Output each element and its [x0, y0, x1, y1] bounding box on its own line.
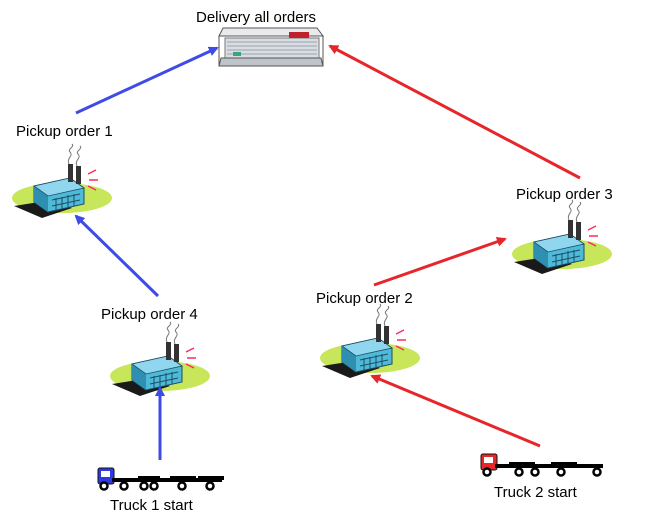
- pickup-order-2-label: Pickup order 2: [316, 290, 413, 307]
- factory-icon: [109, 321, 211, 397]
- route-edge: [75, 46, 219, 115]
- route-edge: [373, 236, 507, 287]
- factory-icon: [11, 143, 113, 219]
- route-edge: [74, 214, 160, 298]
- truck-1-start-label: Truck 1 start: [110, 497, 193, 514]
- route-edge: [370, 374, 541, 448]
- warehouse-icon: [218, 27, 324, 67]
- pickup-order-1-label: Pickup order 1: [16, 123, 113, 140]
- truck-icon: [96, 466, 226, 491]
- pickup-order-3-label: Pickup order 3: [516, 186, 613, 203]
- pickup-order-4-label: Pickup order 4: [101, 306, 198, 323]
- factory-icon: [319, 303, 421, 379]
- truck-icon: [479, 452, 605, 477]
- factory-icon: [511, 199, 613, 275]
- truck-2-start-label: Truck 2 start: [494, 484, 577, 501]
- route-edge: [328, 44, 581, 180]
- delivery-label: Delivery all orders: [196, 9, 317, 26]
